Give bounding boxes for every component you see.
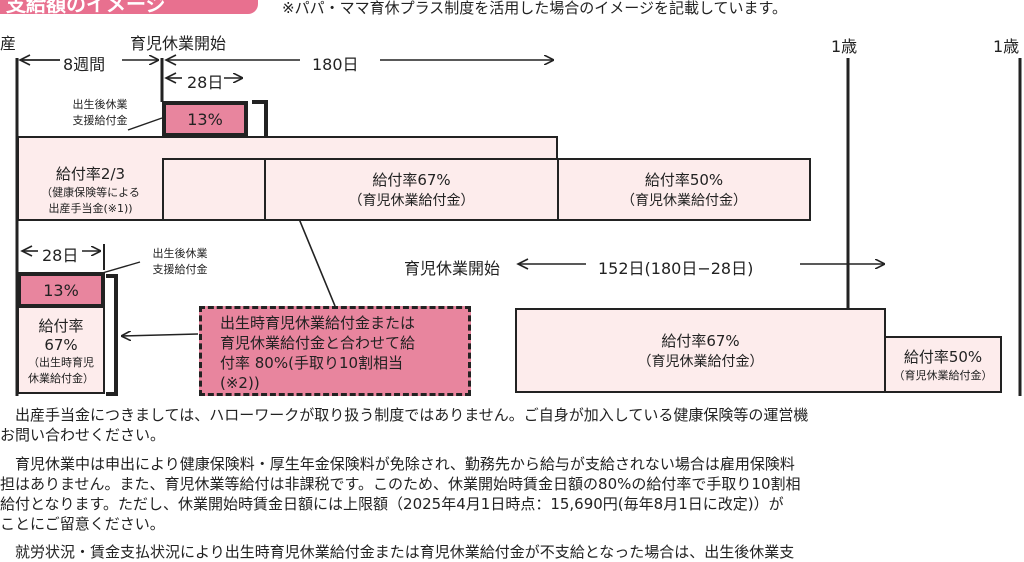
days28-bottom-label: 28日	[42, 246, 79, 265]
callout-box: 出生時育児休業給付金または 育児休業給付金と合わせて給 付率 80%(手取り10…	[199, 306, 471, 396]
upper-rate50-label: 給付率50%	[644, 171, 724, 189]
upper-postbirth-label-2: 支援給付金	[72, 114, 128, 127]
days152-label: 152日(180日−28日)	[598, 259, 754, 278]
maternity-benefit-box: 給付率2/3 （健康保険等による 出産手当金(※1))	[17, 158, 164, 221]
note-line-3: 育児休業中は申出により健康保険料・厚生年金保険料が免除され、勤務先から給与が支給…	[0, 455, 795, 473]
lower-rate-label-1: 給付率	[38, 316, 84, 335]
lower-postbirth-label-1: 出生後休業	[152, 247, 208, 260]
maternity-detail-2: 出産手当金(※1))	[48, 202, 133, 215]
lower-rate-detail-2: 休業給付金）	[28, 371, 94, 385]
lower-leave-start-label: 育児休業開始	[404, 259, 501, 278]
lower-rate67-box: 給付率67% （育児休業給付金）	[515, 308, 886, 393]
callout-line-2: 育児休業給付金と合わせて給	[220, 334, 416, 352]
lower-rate-detail-1: （出生時育児	[28, 355, 94, 369]
upper-postbirth-span	[162, 158, 266, 221]
days28-top-label: 28日	[187, 73, 224, 92]
callout-line-4: (※2))	[220, 374, 260, 392]
upper-rate67-detail: （育児休業給付金）	[348, 193, 475, 209]
note-line-6: ことにご留意ください。	[0, 515, 165, 533]
lower-rate-label-2: 67%	[44, 335, 78, 354]
header-tab	[0, 0, 258, 14]
one-year-label-b: 1歳	[993, 37, 1020, 56]
note-line-4: 担はありません。また、育児休業等給付は非課税です。このため、休業開始時賃金日額の…	[0, 475, 801, 493]
birth-label: 産	[0, 34, 17, 53]
lower-rate50-box: 給付率50% （育児休業給付金）	[884, 336, 1002, 393]
lower-postbirth-label-2: 支援給付金	[152, 263, 208, 276]
note-line-5: 給付となります。ただし、休業開始時賃金日額には上限額（2025年4月1日時点：1…	[0, 495, 784, 513]
upper-band-box	[17, 136, 558, 160]
note-line-1: 出産手当金につきましては、ハローワークが取り扱う制度ではありません。ご自身が加入…	[0, 406, 809, 424]
lower-rate50-label: 給付率50%	[903, 348, 983, 366]
days180-label: 180日	[312, 55, 359, 74]
lower-postbirth-rate: 13%	[43, 280, 79, 300]
upper-postbirth-label: 出生後休業 支援給付金	[60, 96, 140, 128]
header-tab-label: 支給額のイメージ	[6, 0, 166, 16]
upper-rate67-box: 給付率67% （育児休業給付金）	[264, 158, 559, 221]
note-line-2: お問い合わせください。	[0, 426, 166, 444]
upper-postbirth-rate-box: 13%	[162, 101, 248, 137]
lower-rate50-detail: （育児休業給付金）	[893, 369, 993, 382]
upper-rate50-detail: （育児休業給付金）	[621, 193, 747, 209]
maternity-detail-1: （健康保険等による	[41, 186, 140, 199]
callout-line-1: 出生時育児休業給付金または	[220, 314, 416, 332]
lower-postbirth-rate-box: 13%	[17, 272, 105, 308]
upper-postbirth-label-1: 出生後休業	[72, 98, 128, 111]
lower-birth-leave-box: 給付率 67% （出生時育児 休業給付金）	[17, 306, 105, 394]
upper-rate50-box: 給付率50% （育児休業給付金）	[557, 158, 811, 221]
header-note: ※パパ・ママ育休プラス制度を活用した場合のイメージを記載しています。	[282, 0, 788, 17]
one-year-label-a: 1歳	[831, 37, 858, 56]
lower-rate67-label: 給付率67%	[661, 332, 740, 350]
lower-rate67-detail: （育児休業給付金）	[637, 354, 764, 370]
leave-start-label: 育児休業開始	[130, 34, 227, 53]
upper-rate67-label: 給付率67%	[372, 171, 451, 189]
weeks8-label: 8週間	[63, 55, 106, 74]
maternity-rate: 給付率2/3	[55, 165, 126, 183]
note-line-7: 就労状況・賃金支払状況により出生時育児休業給付金または育児休業給付金が不支給とな…	[0, 543, 795, 561]
lower-postbirth-label: 出生後休業 支援給付金	[140, 245, 220, 277]
upper-postbirth-rate: 13%	[187, 109, 223, 129]
callout-line-3: 付率 80%(手取り10割相当	[220, 354, 404, 372]
